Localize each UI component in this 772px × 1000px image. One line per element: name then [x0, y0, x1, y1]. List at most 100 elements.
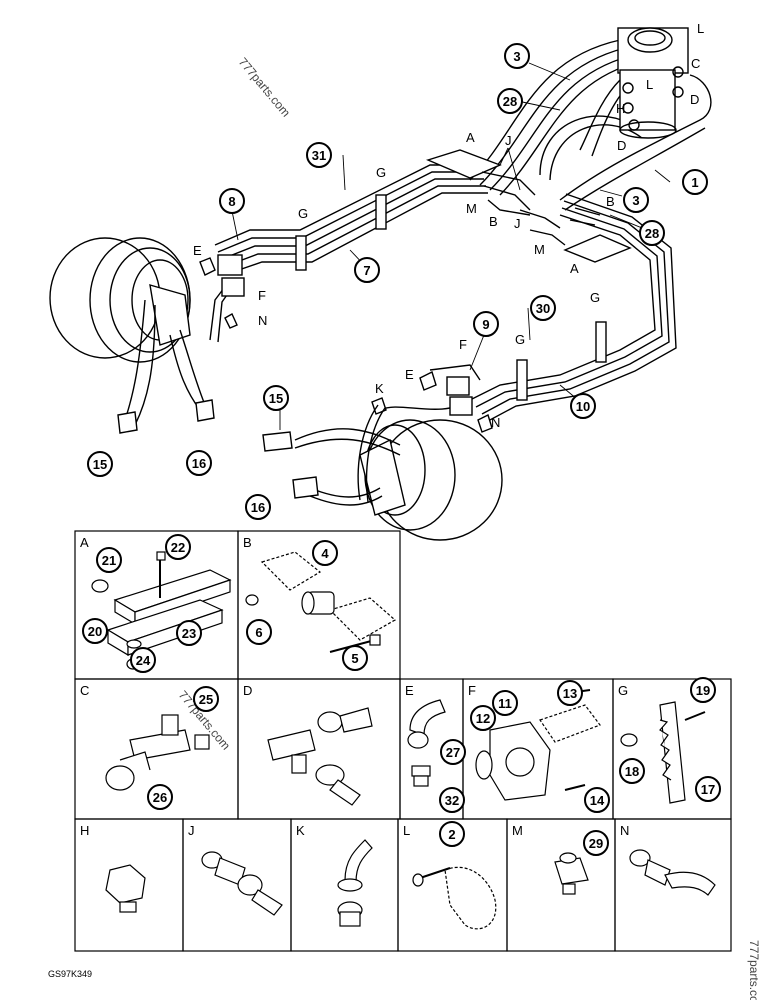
callout-30: 30 [536, 301, 550, 316]
panel-J-connector [201, 851, 283, 916]
main-bolts [117, 399, 319, 499]
letter-E-left: E [193, 243, 202, 258]
panel-callout-labels: 21 22 20 23 24 4 5 6 25 26 27 32 11 12 1… [88, 540, 715, 851]
swivel-joint [617, 27, 689, 139]
panel-M-letter: M [512, 823, 523, 838]
letter-M-lower: M [534, 242, 545, 257]
panel-J-letter: J [188, 823, 195, 838]
letter-D-right: D [690, 92, 699, 107]
callout-31: 31 [312, 148, 326, 163]
panel-B-letter: B [243, 535, 252, 550]
panel-K-letter: K [296, 823, 305, 838]
panel-A-callout-20: 20 [88, 624, 102, 639]
letter-C: C [691, 56, 700, 71]
panel-A-callout-23: 23 [182, 626, 196, 641]
panel-H-plug [105, 864, 146, 913]
letter-N-left: N [258, 313, 267, 328]
main-callout-labels: 1 3 3 7 8 9 10 15 15 16 16 28 28 30 31 [93, 49, 699, 515]
panel-F-callout-14: 14 [590, 793, 605, 808]
panel-E-callout-27: 27 [446, 745, 460, 760]
panel-A-callout-24: 24 [136, 653, 151, 668]
panel-E-callout-32: 32 [445, 793, 459, 808]
letter-G-4: G [590, 290, 600, 305]
panel-E-letter: E [405, 683, 414, 698]
panel-A-callout-21: 21 [102, 553, 116, 568]
panel-D-letter: D [243, 683, 252, 698]
panel-M-adapter [554, 852, 589, 895]
panel-F-letter: F [468, 683, 476, 698]
panel-letters: A B C D E F G H J K L M N [80, 535, 629, 838]
right-track-motor [294, 419, 503, 541]
panel-N-letter: N [620, 823, 629, 838]
letter-G-2: G [376, 165, 386, 180]
panel-E-elbow [407, 699, 446, 787]
letter-B-upper: B [489, 214, 498, 229]
panel-F-callout-13: 13 [563, 686, 577, 701]
panel-K-elbow [337, 839, 373, 927]
left-track-motor [49, 237, 206, 426]
callout-3-a: 3 [513, 49, 520, 64]
panel-C-callout-25: 25 [199, 692, 213, 707]
manifold-connections [481, 171, 601, 246]
letter-J-upper: J [505, 133, 512, 148]
upper-pipe-run [209, 149, 502, 343]
watermark-right-edge: 777parts.com [747, 940, 761, 1000]
panel-C-callout-26: 26 [153, 790, 167, 805]
panel-L-callout-2: 2 [448, 827, 455, 842]
panel-B-callout-6: 6 [255, 625, 262, 640]
lower-pipe-run [379, 193, 677, 422]
letter-L-mid: L [646, 77, 653, 92]
panel-G-callout-17: 17 [701, 782, 715, 797]
letter-K: K [375, 381, 384, 396]
panel-G-letter: G [618, 683, 628, 698]
callout-3-b: 3 [632, 193, 639, 208]
letter-N-right: N [491, 415, 500, 430]
panel-B-callout-4: 4 [321, 546, 329, 561]
panel-F-callout-11: 11 [498, 696, 512, 711]
drawing-reference: GS97K349 [48, 969, 92, 979]
panel-C-letter: C [80, 683, 89, 698]
panel-N-adapter [629, 849, 716, 896]
panel-F-callout-12: 12 [476, 711, 490, 726]
main-callout-circles [87, 43, 708, 520]
letter-F-right: F [459, 337, 467, 352]
letter-G-1: G [298, 206, 308, 221]
letter-H: H [616, 101, 625, 116]
letter-J-lower: J [514, 216, 521, 231]
callout-15-a: 15 [269, 391, 283, 406]
callout-28-b: 28 [645, 226, 659, 241]
panel-M-callout-29: 29 [589, 836, 603, 851]
letter-D-left: D [617, 138, 626, 153]
letter-B-lower: B [606, 194, 615, 209]
panel-G-clamp [620, 701, 706, 804]
panel-C-tee [105, 714, 210, 791]
letter-A-upper: A [466, 130, 475, 145]
callout-28-a: 28 [503, 94, 517, 109]
callout-1: 1 [691, 175, 698, 190]
callout-10: 10 [576, 399, 590, 414]
panel-A-letter: A [80, 535, 89, 550]
callout-16-a: 16 [192, 456, 206, 471]
letter-F-left: F [258, 288, 266, 303]
panel-G-callout-19: 19 [696, 683, 710, 698]
panel-L-letter: L [403, 823, 410, 838]
letter-G-3: G [515, 332, 525, 347]
panel-F-flange [475, 689, 601, 801]
main-letter-labels: A A B B C D D E E F F G G G G H J J K L … [193, 21, 704, 430]
letter-E-right: E [405, 367, 414, 382]
panel-H-letter: H [80, 823, 89, 838]
callout-7: 7 [363, 263, 370, 278]
callout-15-b: 15 [93, 457, 107, 472]
callout-9: 9 [482, 317, 489, 332]
main-assembly [49, 27, 712, 541]
panel-D-tee [267, 707, 373, 806]
callout-16-b: 16 [251, 500, 265, 515]
panel-part-drawings [91, 551, 716, 930]
panel-L-banjo [412, 866, 497, 930]
watermark-top: 777parts.com [236, 55, 293, 120]
panel-A-callout-22: 22 [171, 540, 185, 555]
letter-L-top: L [697, 21, 704, 36]
callout-8: 8 [228, 194, 235, 209]
letter-A-lower: A [570, 261, 579, 276]
